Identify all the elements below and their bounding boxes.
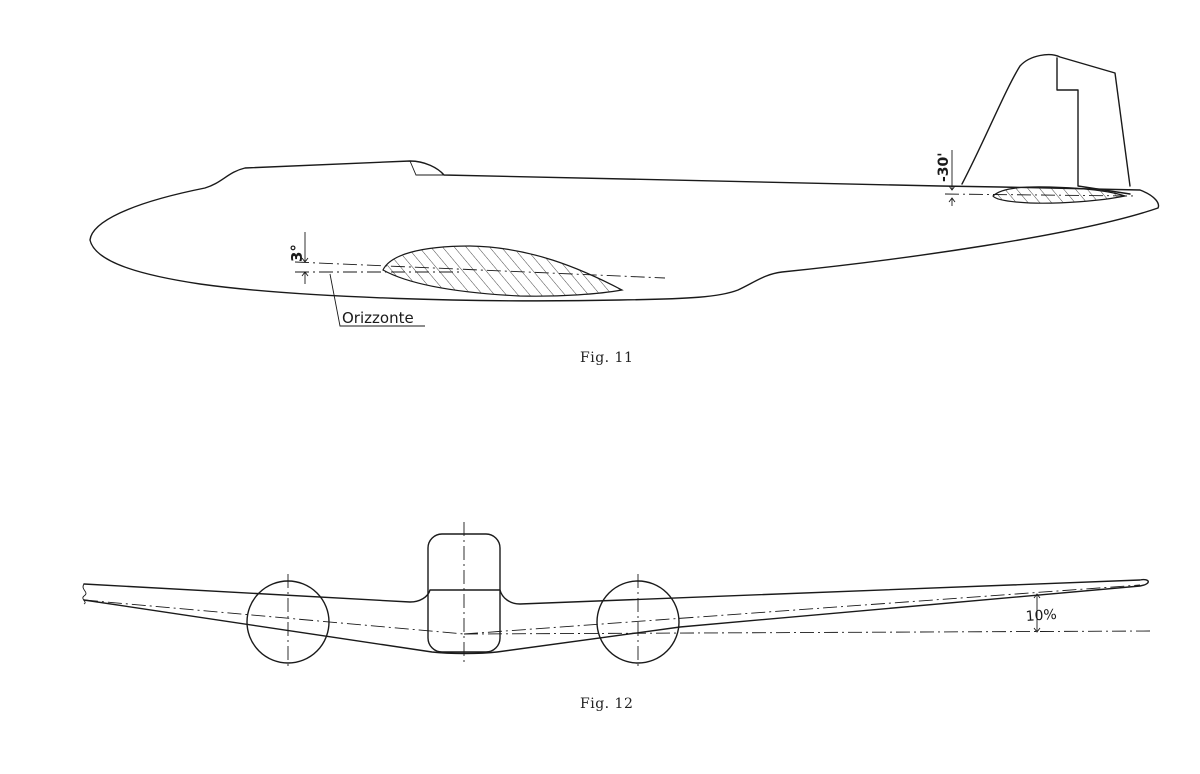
fig12-caption: Fig. 12: [580, 696, 633, 712]
wing-section: [382, 245, 624, 297]
dihedral-dimension: [1033, 593, 1041, 633]
wing-angle-dimension: [301, 232, 309, 284]
tail-angle-dimension: [948, 150, 956, 206]
horizon-label: Orizzonte: [342, 309, 414, 327]
fig11-caption: Fig. 11: [580, 350, 633, 366]
wing-datum-line: [83, 599, 465, 635]
rudder-hinge: [1056, 57, 1131, 195]
canopy-line: [409, 160, 444, 176]
vertical-fin: [961, 54, 1131, 187]
horizon-leader: [329, 273, 425, 327]
wing-break-mark: [82, 583, 87, 605]
dihedral-label: 10%: [1025, 607, 1057, 625]
wing-outline: [83, 578, 1149, 655]
tail-angle-label: -30': [936, 152, 952, 182]
wing-chord-right: [463, 584, 1141, 635]
fuselage-outline: [89, 160, 1160, 302]
tail-chord-line: [944, 193, 1136, 197]
fig11-side-view: 3° -30' Orizzonte Fig. 11: [89, 54, 1160, 366]
wing-angle-label: 3°: [288, 244, 306, 262]
fig12-front-view: 10% Fig. 12: [82, 522, 1153, 712]
wing-chord-line: [294, 261, 666, 279]
horizontal-reference: [463, 630, 1153, 635]
